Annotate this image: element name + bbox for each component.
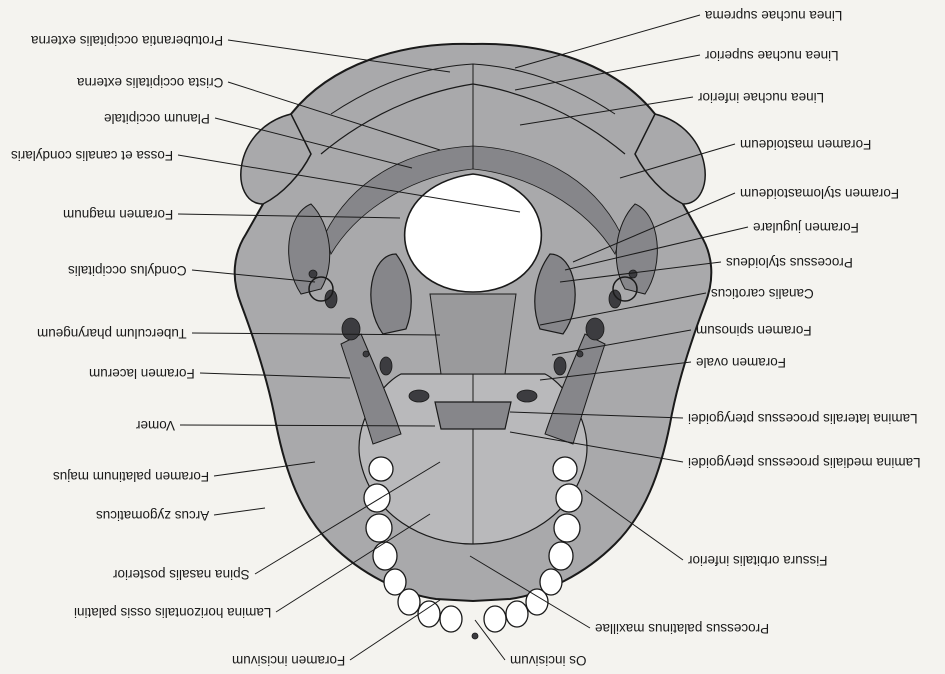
- label-foramen-spinosum: Foramen spinosum: [696, 322, 812, 338]
- leader-15: [192, 333, 440, 335]
- label-foramen-palatinum-majus: Foramen palatinum majus: [53, 468, 209, 484]
- label-protuberantia: Protuberantia occipitalis externa: [31, 32, 223, 48]
- leader-16: [552, 330, 691, 355]
- leader-19: [510, 412, 683, 418]
- label-fossa-condylaris: Fossa et canalis condylaris: [11, 147, 173, 163]
- leader-29: [475, 620, 505, 660]
- leader-18: [200, 373, 350, 378]
- leader-11: [565, 227, 748, 270]
- leader-24: [585, 490, 683, 560]
- label-canalis-caroticus: Canalis caroticus: [711, 285, 814, 301]
- leader-27: [470, 556, 590, 628]
- leader-10: [178, 214, 400, 218]
- leader-2: [228, 40, 450, 72]
- leader-23: [214, 508, 265, 515]
- label-linea-nuchae-superior: Linea nuchae superior: [705, 47, 839, 63]
- label-lamina-medialis: Lamina medialis processus pterygoidei: [688, 454, 921, 470]
- label-foramen-stylomastoideum: Foramen stylomastoideum: [740, 185, 899, 201]
- label-condylus-occipitalis: Condylus occipitalis: [68, 262, 187, 278]
- leader-22: [214, 462, 315, 476]
- leader-14: [540, 293, 706, 325]
- label-vomer: Vomer: [136, 417, 175, 433]
- leader-9: [573, 193, 735, 262]
- leader-13: [192, 270, 315, 282]
- label-processus-styloideus: Processus styloideus: [726, 254, 853, 270]
- leader-21: [510, 432, 683, 462]
- leader-7: [620, 144, 735, 178]
- label-planum-occipitale: Planum occipitale: [104, 110, 210, 126]
- label-processus-palatinus: Processus palatinus maxillae: [595, 620, 769, 636]
- label-tuberculum-pharyngeum: Tuberculum pharyngeum: [37, 325, 187, 341]
- label-linea-nuchae-inferior: Linea nuchae inferior: [698, 89, 824, 105]
- label-lamina-lateralis: Lamina lateralis processus pterygoidei: [688, 410, 918, 426]
- label-linea-nuchae-suprema: Linea nuchae suprema: [705, 7, 842, 23]
- leader-28: [350, 600, 440, 660]
- label-foramen-incisivum: Foramen incisivum: [232, 652, 345, 668]
- leader-17: [540, 362, 691, 380]
- label-os-incisivum: Os incisivum: [510, 652, 587, 668]
- leader-6: [215, 118, 412, 168]
- label-foramen-mastoideum: Foramen mastoideum: [740, 136, 871, 152]
- label-foramen-magnum: Foramen magnum: [63, 206, 173, 222]
- label-fissura-orbitalis-inferior: Fissura orbitalis inferior: [688, 552, 828, 568]
- label-foramen-ovale: Foramen ovale: [696, 354, 786, 370]
- leader-25: [255, 462, 440, 574]
- label-crista-occipitalis: Crista occipitalis externa: [77, 74, 223, 90]
- label-foramen-lacerum: Foramen lacerum: [89, 365, 195, 381]
- leader-20: [180, 425, 435, 426]
- leader-26: [276, 514, 430, 612]
- leader-8: [178, 155, 520, 212]
- label-lamina-horizontalis: Lamina horizontalis ossis palatini: [74, 604, 271, 620]
- leader-5: [520, 97, 693, 125]
- label-spina-nasalis-posterior: Spina nasalis posterior: [113, 566, 250, 582]
- leader-4: [228, 82, 440, 150]
- label-arcus-zygomaticus: Arcus zygomaticus: [96, 507, 209, 523]
- label-foramen-jugulare: Foramen jugulare: [753, 219, 859, 235]
